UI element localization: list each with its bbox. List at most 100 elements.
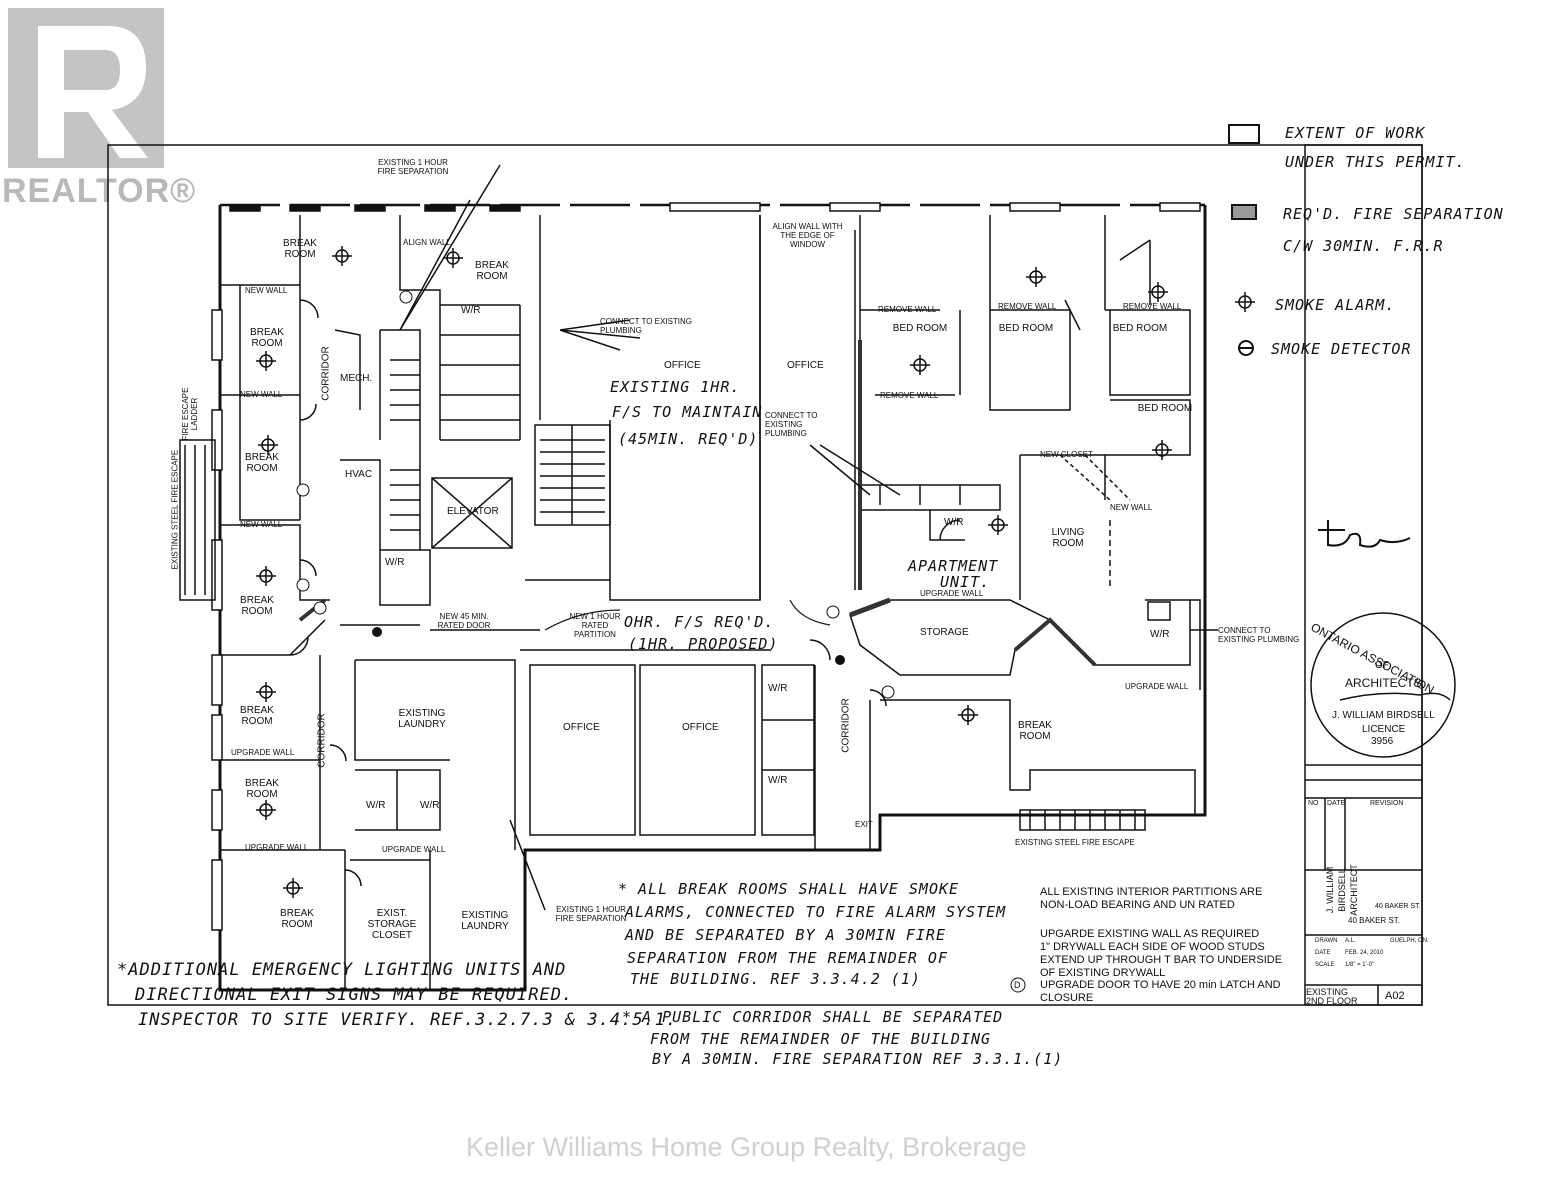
label-connect-plumbing-2: CONNECT TO EXISTING PLUMBING	[765, 411, 818, 438]
stamp-architects: ARCHITECTS	[1345, 676, 1422, 690]
label-exit: EXIT	[855, 820, 873, 829]
label-new-wall-3: NEW WALL	[240, 390, 283, 399]
note-door-l1: UPGRADE DOOR TO HAVE 20 min LATCH AND	[1040, 979, 1281, 991]
label-upgrade-wall-3: UPGRADE WALL	[231, 748, 295, 757]
room-bed-3: BED ROOM	[1112, 323, 1168, 334]
realtor-logo	[8, 8, 164, 168]
tb-address: 40 BAKER ST.	[1375, 903, 1421, 910]
legend-smoke-alarm: SMOKE ALARM.	[1275, 296, 1396, 314]
room-break-2: BREAK ROOM	[475, 260, 509, 282]
tb-drawn-label: DRAWN	[1315, 938, 1338, 944]
hand-break-note-l1: * ALL BREAK ROOMS SHALL HAVE SMOKE	[618, 880, 960, 898]
label-new-wall-2: NEW WALL	[1110, 503, 1153, 512]
room-living: LIVING ROOM	[1051, 527, 1085, 549]
room-wr-7: W/R	[944, 517, 964, 528]
note-upgrade-l2: 1" DRYWALL EACH SIDE OF WOOD STUDS	[1040, 941, 1265, 953]
tb-existing: EXISTING	[1306, 987, 1349, 997]
room-wr-5: W/R	[768, 683, 788, 694]
label-existing-1hr-top: EXISTING 1 HOUR FIRE SEPARATION	[377, 158, 449, 176]
tb-date: FEB. 24, 2010	[1345, 950, 1384, 956]
hand-ohr-fs-l2: (1HR. PROPOSED)	[628, 635, 779, 653]
room-break-6: BREAK ROOM	[240, 705, 274, 727]
hand-apartment-l2: UNIT.	[940, 573, 991, 591]
room-bed-4: BED ROOM	[1137, 403, 1193, 414]
door-markers	[296, 290, 1026, 993]
legend-fire-separation: REQ'D. FIRE SEPARATION	[1283, 205, 1504, 223]
hand-existing-1hr-l1: EXISTING 1HR.	[610, 378, 741, 396]
room-wr-6: W/R	[768, 775, 788, 786]
label-upgrade-wall-1: UPGRADE WALL	[920, 589, 984, 598]
label-remove-wall-1: REMOVE WALL	[878, 305, 937, 314]
note-partitions-l2: NON-LOAD BEARING AND UN RATED	[1040, 899, 1235, 911]
label-connect-plumbing-1: CONNECT TO EXISTING PLUMBING	[600, 317, 693, 335]
corridor-3: CORRIDOR	[840, 698, 852, 753]
label-align-wall: ALIGN WALL	[403, 238, 451, 247]
label-new-wall-4: NEW WALL	[240, 520, 283, 529]
exterior-wall	[218, 205, 1207, 992]
legend-smoke-detector: SMOKE DETECTOR	[1271, 340, 1412, 358]
label-fire-escape-ladder: FIRE ESCAPE LADDER	[181, 387, 199, 441]
room-storage: STORAGE	[920, 627, 969, 638]
hand-break-note-l3: AND BE SEPARATED BY A 30MIN FIRE	[625, 926, 946, 944]
room-laundry-2: EXISTING LAUNDRY	[461, 910, 509, 932]
hand-emergency-l1: *ADDITIONAL EMERGENCY LIGHTING UNITS AND	[117, 960, 567, 980]
tb-firm-l2: BIRDSELL	[1337, 868, 1347, 912]
tb-city: GUELPH, ON.	[1390, 938, 1429, 944]
room-wr-3: W/R	[366, 800, 386, 811]
hand-emergency-l2: DIRECTIONAL EXIT SIGNS MAY BE REQUIRED.	[135, 985, 574, 1005]
tb-col-revision: REVISION	[1370, 800, 1404, 807]
room-office-4: OFFICE	[682, 722, 719, 733]
room-wr-8: W/R	[1150, 629, 1170, 640]
room-bed-2: BED ROOM	[998, 323, 1054, 334]
legend-extent-of-work-2: UNDER THIS PERMIT.	[1285, 153, 1466, 171]
realtor-wordmark: REALTOR®	[2, 172, 197, 210]
label-remove-wall-2: REMOVE WALL	[998, 302, 1057, 311]
room-break-right: BREAK ROOM	[1018, 720, 1052, 742]
smoke-alarm-symbols	[256, 246, 1255, 898]
room-elevator: ELEVATOR	[447, 506, 499, 517]
brokerage-watermark: Keller Williams Home Group Realty, Broke…	[466, 1132, 1027, 1162]
label-connect-plumbing-3: CONNECT TO EXISTING PLUMBING	[1218, 626, 1300, 644]
label-upgrade-wall-5: UPGRADE WALL	[382, 845, 446, 854]
label-align-wall-window: ALIGN WALL WITH THE EDGE OF WINDOW	[772, 222, 843, 249]
realtor-r-icon	[8, 8, 164, 168]
corridor-1: CORRIDOR	[320, 346, 332, 401]
hand-break-note-l5: THE BUILDING. REF 3.3.4.2 (1)	[630, 970, 921, 988]
sheet-border	[107, 144, 1423, 1006]
note-door-symbol: D	[1014, 980, 1021, 990]
legend-fire-separation-2: C/W 30MIN. F.R.R	[1283, 237, 1444, 255]
architect-stamp	[1310, 612, 1456, 758]
note-partitions-l1: ALL EXISTING INTERIOR PARTITIONS ARE	[1040, 886, 1263, 898]
hand-existing-1hr-l3: (45MIN. REQ'D)	[618, 430, 759, 448]
label-steel-fire-escape-bottom: EXISTING STEEL FIRE ESCAPE	[1015, 838, 1135, 847]
room-office-1: OFFICE	[664, 360, 701, 371]
hand-corridor-l2: FROM THE REMAINDER OF THE BUILDING	[650, 1030, 992, 1048]
room-wr-2: W/R	[385, 557, 405, 568]
label-upgrade-wall-4: UPGRADE WALL	[245, 843, 309, 852]
hand-corridor-l1: * A PUBLIC CORRIDOR SHALL BE SEPARATED	[622, 1008, 1004, 1026]
label-remove-wall-4: REMOVE WALL	[880, 391, 939, 400]
tb-col-no: NO	[1308, 800, 1319, 807]
room-break-1: BREAK ROOM	[283, 238, 317, 260]
legend-extent-of-work: EXTENT OF WORK	[1285, 124, 1426, 142]
note-door-l2: CLOSURE	[1040, 992, 1094, 1004]
note-upgrade-l1: UPGARDE EXISTING WALL AS REQUIRED	[1040, 928, 1260, 940]
stamp-name: J. WILLIAM BIRDSELL	[1332, 710, 1435, 721]
tb-date-label: DATE	[1315, 950, 1331, 956]
tb-col-date: DATE	[1327, 800, 1346, 807]
stamp-of: OF	[1375, 660, 1389, 671]
signature-text: tees	[1322, 508, 1328, 509]
tb-floor: 2ND FLOOR	[1306, 996, 1358, 1006]
smoke-detector-symbols	[372, 340, 1254, 665]
tb-sheet: A02	[1385, 990, 1405, 1002]
room-break-4: BREAK ROOM	[245, 452, 279, 474]
signature-scribble	[1318, 520, 1411, 548]
room-laundry-1: EXISTING LAUNDRY	[398, 708, 446, 730]
note-upgrade-l3: EXTEND UP THROUGH T BAR TO UNDERSIDE	[1040, 954, 1283, 966]
label-new-closet: NEW CLOSET	[1040, 450, 1093, 459]
note-upgrade-l4: OF EXISTING DRYWALL	[1040, 967, 1166, 979]
label-existing-1hr-bottom: EXISTING 1 HOUR FIRE SEPARATION	[555, 905, 627, 923]
room-wr-1: W/R	[461, 305, 481, 316]
title-block-frame	[1304, 144, 1423, 1006]
